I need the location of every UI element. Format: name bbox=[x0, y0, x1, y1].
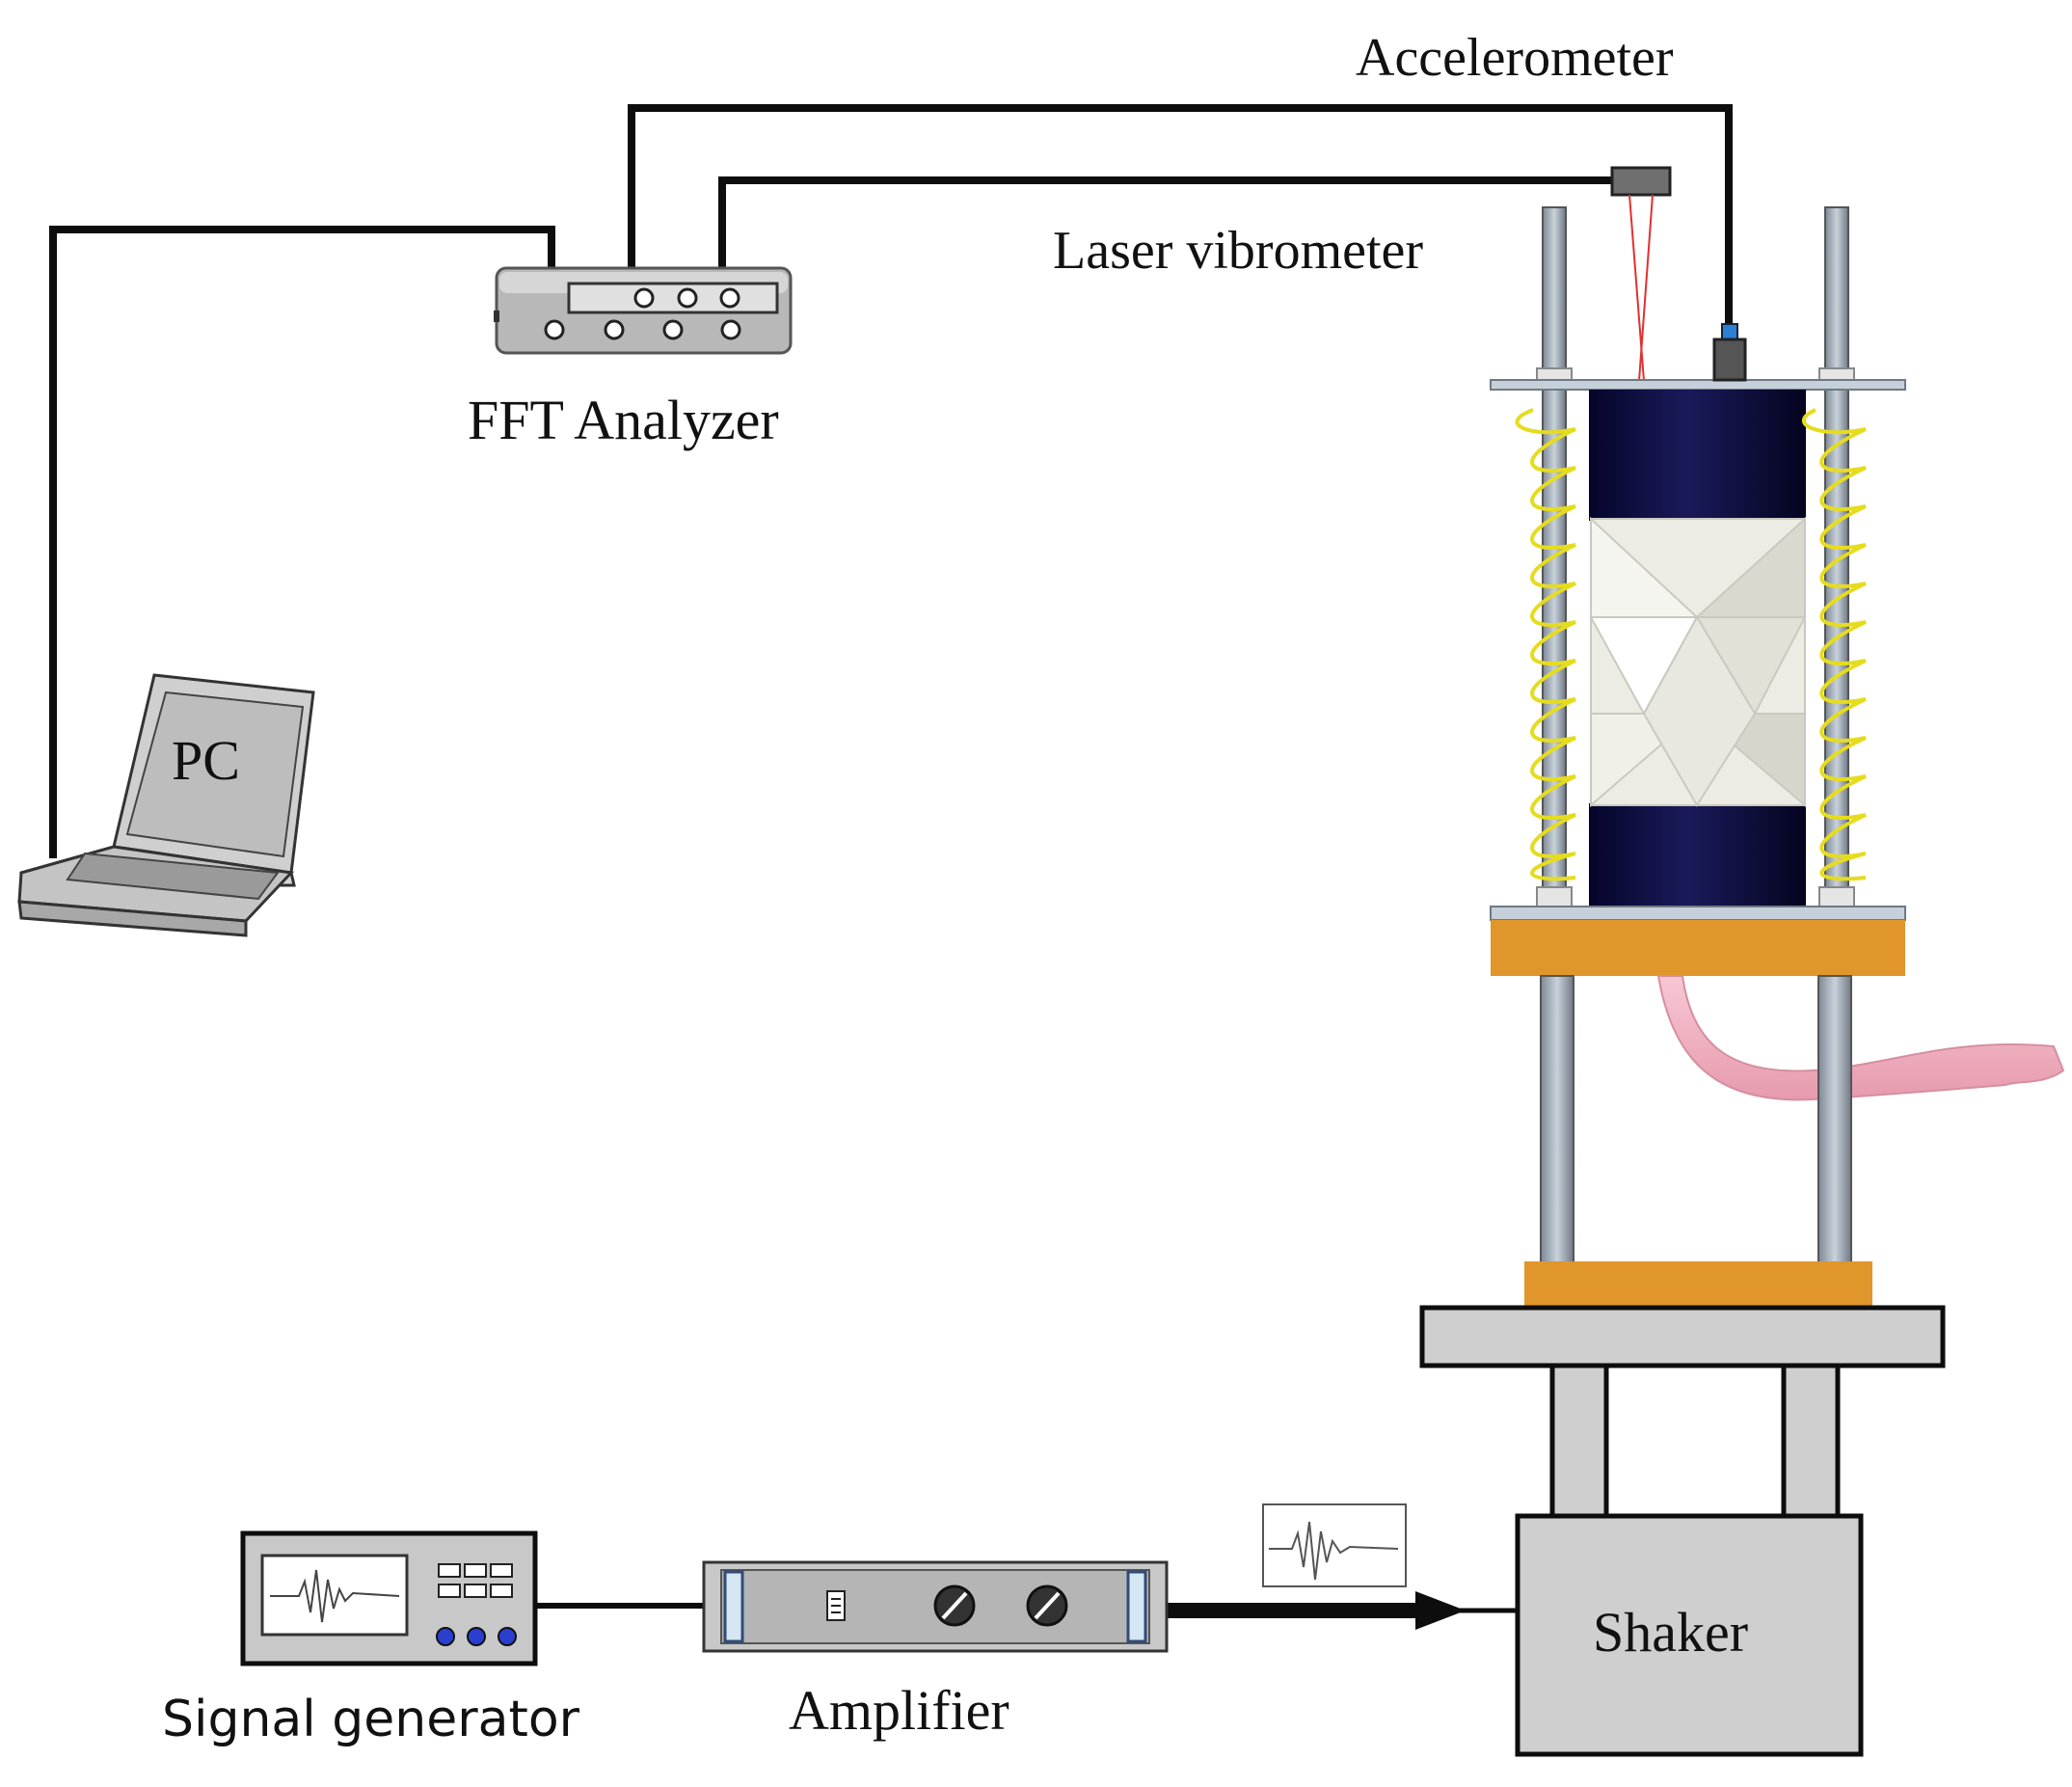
accelerometer-cable bbox=[628, 104, 1733, 326]
laser-cable bbox=[718, 176, 1616, 272]
shaker bbox=[1515, 1513, 1864, 1757]
laser-vibrometer-head bbox=[1610, 166, 1672, 382]
label-amplifier: Amplifier bbox=[789, 1679, 1009, 1742]
signal-generator bbox=[240, 1530, 538, 1666]
origami-bellows bbox=[1589, 516, 1807, 808]
label-accelerometer: Accelerometer bbox=[1356, 28, 1674, 88]
test-rig bbox=[1419, 206, 2065, 1519]
amplifier-knobs bbox=[933, 1584, 1068, 1627]
label-shaker: Shaker bbox=[1593, 1601, 1748, 1664]
label-pc: PC bbox=[172, 729, 240, 792]
pc-fft-cable bbox=[49, 226, 555, 858]
fft-analyzer bbox=[494, 266, 793, 355]
signal-waveform-inset bbox=[1262, 1503, 1407, 1587]
waveform-icon bbox=[270, 1569, 400, 1623]
cables bbox=[49, 104, 1733, 1618]
accelerometer-sensor bbox=[1712, 323, 1747, 382]
label-laser-vibrometer: Laser vibrometer bbox=[1053, 221, 1423, 281]
springs bbox=[1515, 408, 1867, 881]
siggen-buttons bbox=[438, 1563, 513, 1598]
arrow-icon bbox=[1415, 1591, 1466, 1630]
hose bbox=[1656, 975, 2065, 1101]
amplifier bbox=[702, 1560, 1169, 1653]
label-fft-analyzer: FFT Analyzer bbox=[468, 389, 779, 451]
fft-connectors bbox=[544, 287, 741, 340]
label-signal-generator: Signal generator bbox=[162, 1691, 580, 1748]
pc-laptop bbox=[17, 673, 315, 937]
